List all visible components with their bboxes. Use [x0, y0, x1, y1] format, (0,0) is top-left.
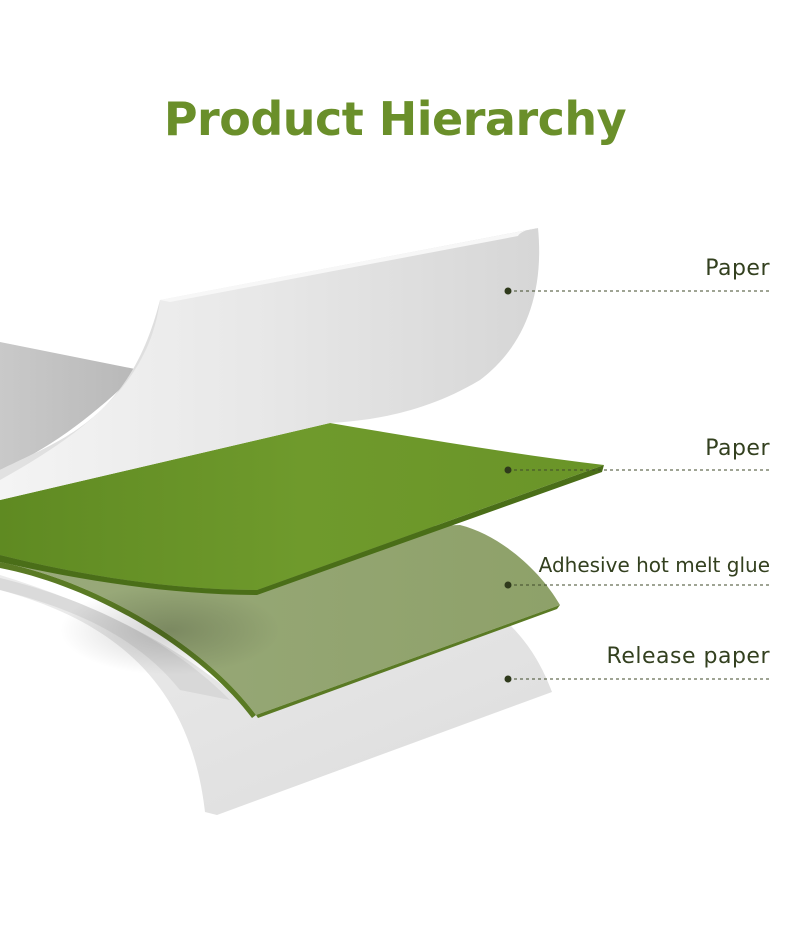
diagram-title: Product Hierarchy [163, 92, 627, 146]
leader-line-3 [504, 581, 770, 589]
leader-line-2 [504, 466, 770, 474]
leader-line-1 [504, 287, 770, 295]
back-paper-edge [0, 342, 140, 470]
top-paper-layer [0, 228, 540, 500]
layer-label-release-paper: Release paper [606, 644, 770, 669]
layer-label-paper-top: Paper [705, 256, 770, 281]
layer-label-adhesive: Adhesive hot melt glue [538, 553, 770, 577]
layer-label-paper-green: Paper [705, 436, 770, 461]
leader-line-4 [504, 675, 770, 683]
green-paper-layer [0, 423, 604, 590]
